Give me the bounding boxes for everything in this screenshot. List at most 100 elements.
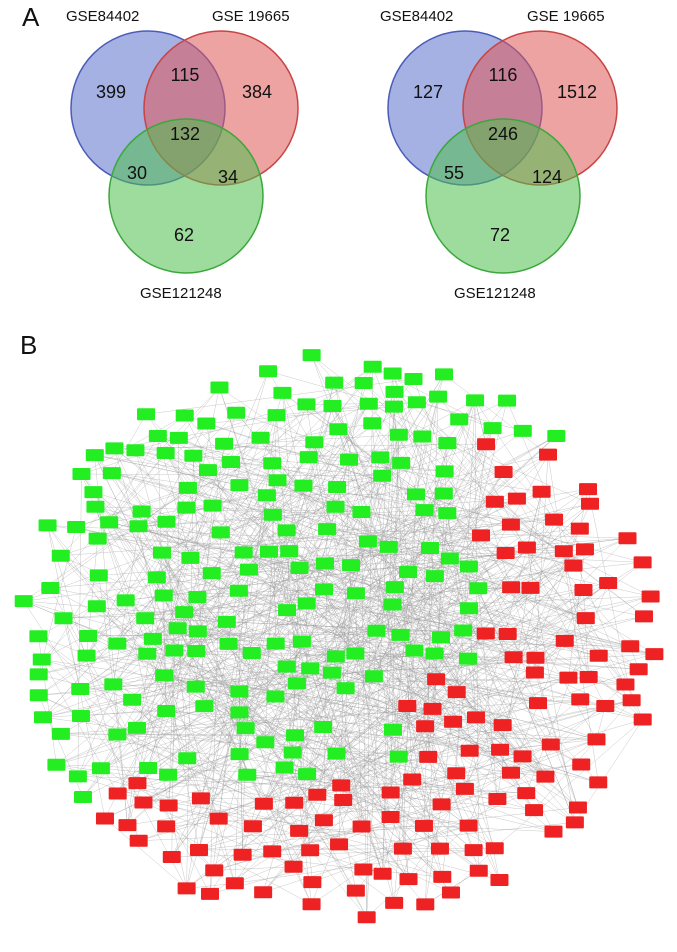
venn2-count-abc: 246 bbox=[488, 124, 518, 144]
network-edge bbox=[178, 387, 220, 438]
downregulated-gene-node bbox=[435, 368, 454, 381]
upregulated-gene-node bbox=[285, 796, 304, 809]
downregulated-gene-node bbox=[278, 604, 297, 617]
network-edge bbox=[424, 509, 479, 589]
network-edge bbox=[350, 511, 362, 566]
upregulated-gene-node bbox=[574, 583, 593, 596]
downregulated-gene-node bbox=[147, 571, 166, 584]
network-edge bbox=[286, 666, 470, 751]
downregulated-gene-node bbox=[127, 721, 146, 734]
panel-label-b: B bbox=[20, 330, 38, 360]
downregulated-gene-node bbox=[346, 647, 365, 660]
downregulated-gene-node bbox=[202, 567, 221, 580]
upregulated-gene-node bbox=[545, 513, 564, 526]
downregulated-gene-node bbox=[187, 645, 206, 658]
downregulated-gene-node bbox=[315, 583, 334, 596]
downregulated-gene-node bbox=[434, 487, 453, 500]
network-edge bbox=[533, 700, 632, 811]
network-edge bbox=[50, 587, 227, 623]
downregulated-gene-node bbox=[230, 706, 249, 719]
downregulated-gene-node bbox=[168, 622, 187, 635]
network-edge bbox=[408, 550, 564, 573]
network-edge bbox=[76, 487, 189, 528]
downregulated-gene-node bbox=[363, 360, 382, 373]
network-edge bbox=[236, 412, 546, 777]
downregulated-gene-node bbox=[459, 652, 478, 665]
network-edge bbox=[186, 582, 609, 889]
downregulated-gene-node bbox=[154, 589, 173, 602]
network-edge bbox=[60, 733, 597, 740]
downregulated-gene-node bbox=[385, 581, 404, 594]
network-edge bbox=[141, 511, 312, 905]
network-edge bbox=[306, 404, 328, 530]
network-edge bbox=[111, 414, 147, 474]
upregulated-gene-node bbox=[254, 797, 273, 810]
network-edge bbox=[441, 749, 501, 805]
upregulated-gene-node bbox=[177, 882, 196, 895]
upregulated-gene-node bbox=[504, 651, 523, 664]
network-edge bbox=[335, 506, 599, 783]
downregulated-gene-node bbox=[219, 637, 238, 650]
downregulated-gene-node bbox=[86, 500, 105, 513]
network-edge bbox=[218, 415, 277, 819]
network-edge bbox=[314, 442, 655, 655]
network-edge bbox=[177, 437, 180, 629]
network-edge bbox=[166, 826, 312, 905]
network-edge bbox=[193, 412, 237, 456]
downregulated-gene-node bbox=[256, 736, 275, 749]
downregulated-gene-node bbox=[91, 762, 110, 775]
downregulated-gene-node bbox=[67, 520, 86, 533]
panel-label-a: A bbox=[22, 2, 40, 32]
network-edge bbox=[60, 609, 288, 735]
upregulated-gene-node bbox=[565, 816, 584, 829]
downregulated-gene-node bbox=[290, 562, 309, 575]
network-edge bbox=[204, 705, 465, 790]
network-edge bbox=[104, 582, 609, 819]
downregulated-gene-node bbox=[273, 386, 292, 399]
upregulated-gene-node bbox=[618, 532, 637, 545]
downregulated-gene-node bbox=[379, 540, 398, 553]
venn1-count-ac: 30 bbox=[127, 163, 147, 183]
downregulated-gene-node bbox=[389, 750, 408, 763]
network-edge bbox=[335, 506, 574, 566]
network-edge bbox=[260, 437, 579, 808]
downregulated-gene-node bbox=[314, 720, 333, 733]
network-edge bbox=[23, 563, 326, 602]
upregulated-gene-node bbox=[352, 820, 371, 833]
downregulated-gene-node bbox=[297, 398, 316, 411]
downregulated-gene-node bbox=[230, 685, 249, 698]
downregulated-gene-node bbox=[159, 768, 178, 781]
downregulated-gene-node bbox=[299, 451, 318, 464]
upregulated-gene-node bbox=[254, 886, 273, 899]
network-edge bbox=[42, 716, 457, 774]
network-edge bbox=[455, 400, 476, 774]
upregulated-gene-node bbox=[447, 767, 466, 780]
downregulated-gene-node bbox=[186, 680, 205, 693]
network-edge bbox=[392, 373, 631, 647]
upregulated-gene-node bbox=[357, 911, 376, 924]
network-edge bbox=[164, 675, 429, 758]
downregulated-gene-node bbox=[329, 423, 348, 436]
downregulated-gene-node bbox=[438, 507, 457, 520]
upregulated-gene-node bbox=[517, 541, 536, 554]
downregulated-gene-node bbox=[367, 624, 386, 637]
upregulated-gene-node bbox=[346, 884, 365, 897]
network-edge bbox=[204, 404, 307, 707]
network-edge bbox=[392, 373, 508, 635]
network-edge bbox=[477, 588, 576, 823]
upregulated-gene-node bbox=[641, 590, 660, 603]
downregulated-gene-node bbox=[152, 546, 171, 559]
network-edge bbox=[392, 488, 589, 730]
network-edge bbox=[587, 489, 632, 701]
downregulated-gene-node bbox=[425, 570, 444, 583]
upregulated-gene-node bbox=[616, 678, 635, 691]
downregulated-gene-node bbox=[325, 376, 344, 389]
downregulated-gene-node bbox=[326, 500, 345, 513]
downregulated-gene-node bbox=[391, 628, 410, 641]
downregulated-gene-node bbox=[87, 600, 106, 613]
network-edge bbox=[343, 799, 409, 880]
network-edge bbox=[390, 792, 554, 832]
network-edge bbox=[23, 600, 655, 655]
network-edge bbox=[209, 532, 222, 894]
network-edge bbox=[47, 525, 240, 755]
